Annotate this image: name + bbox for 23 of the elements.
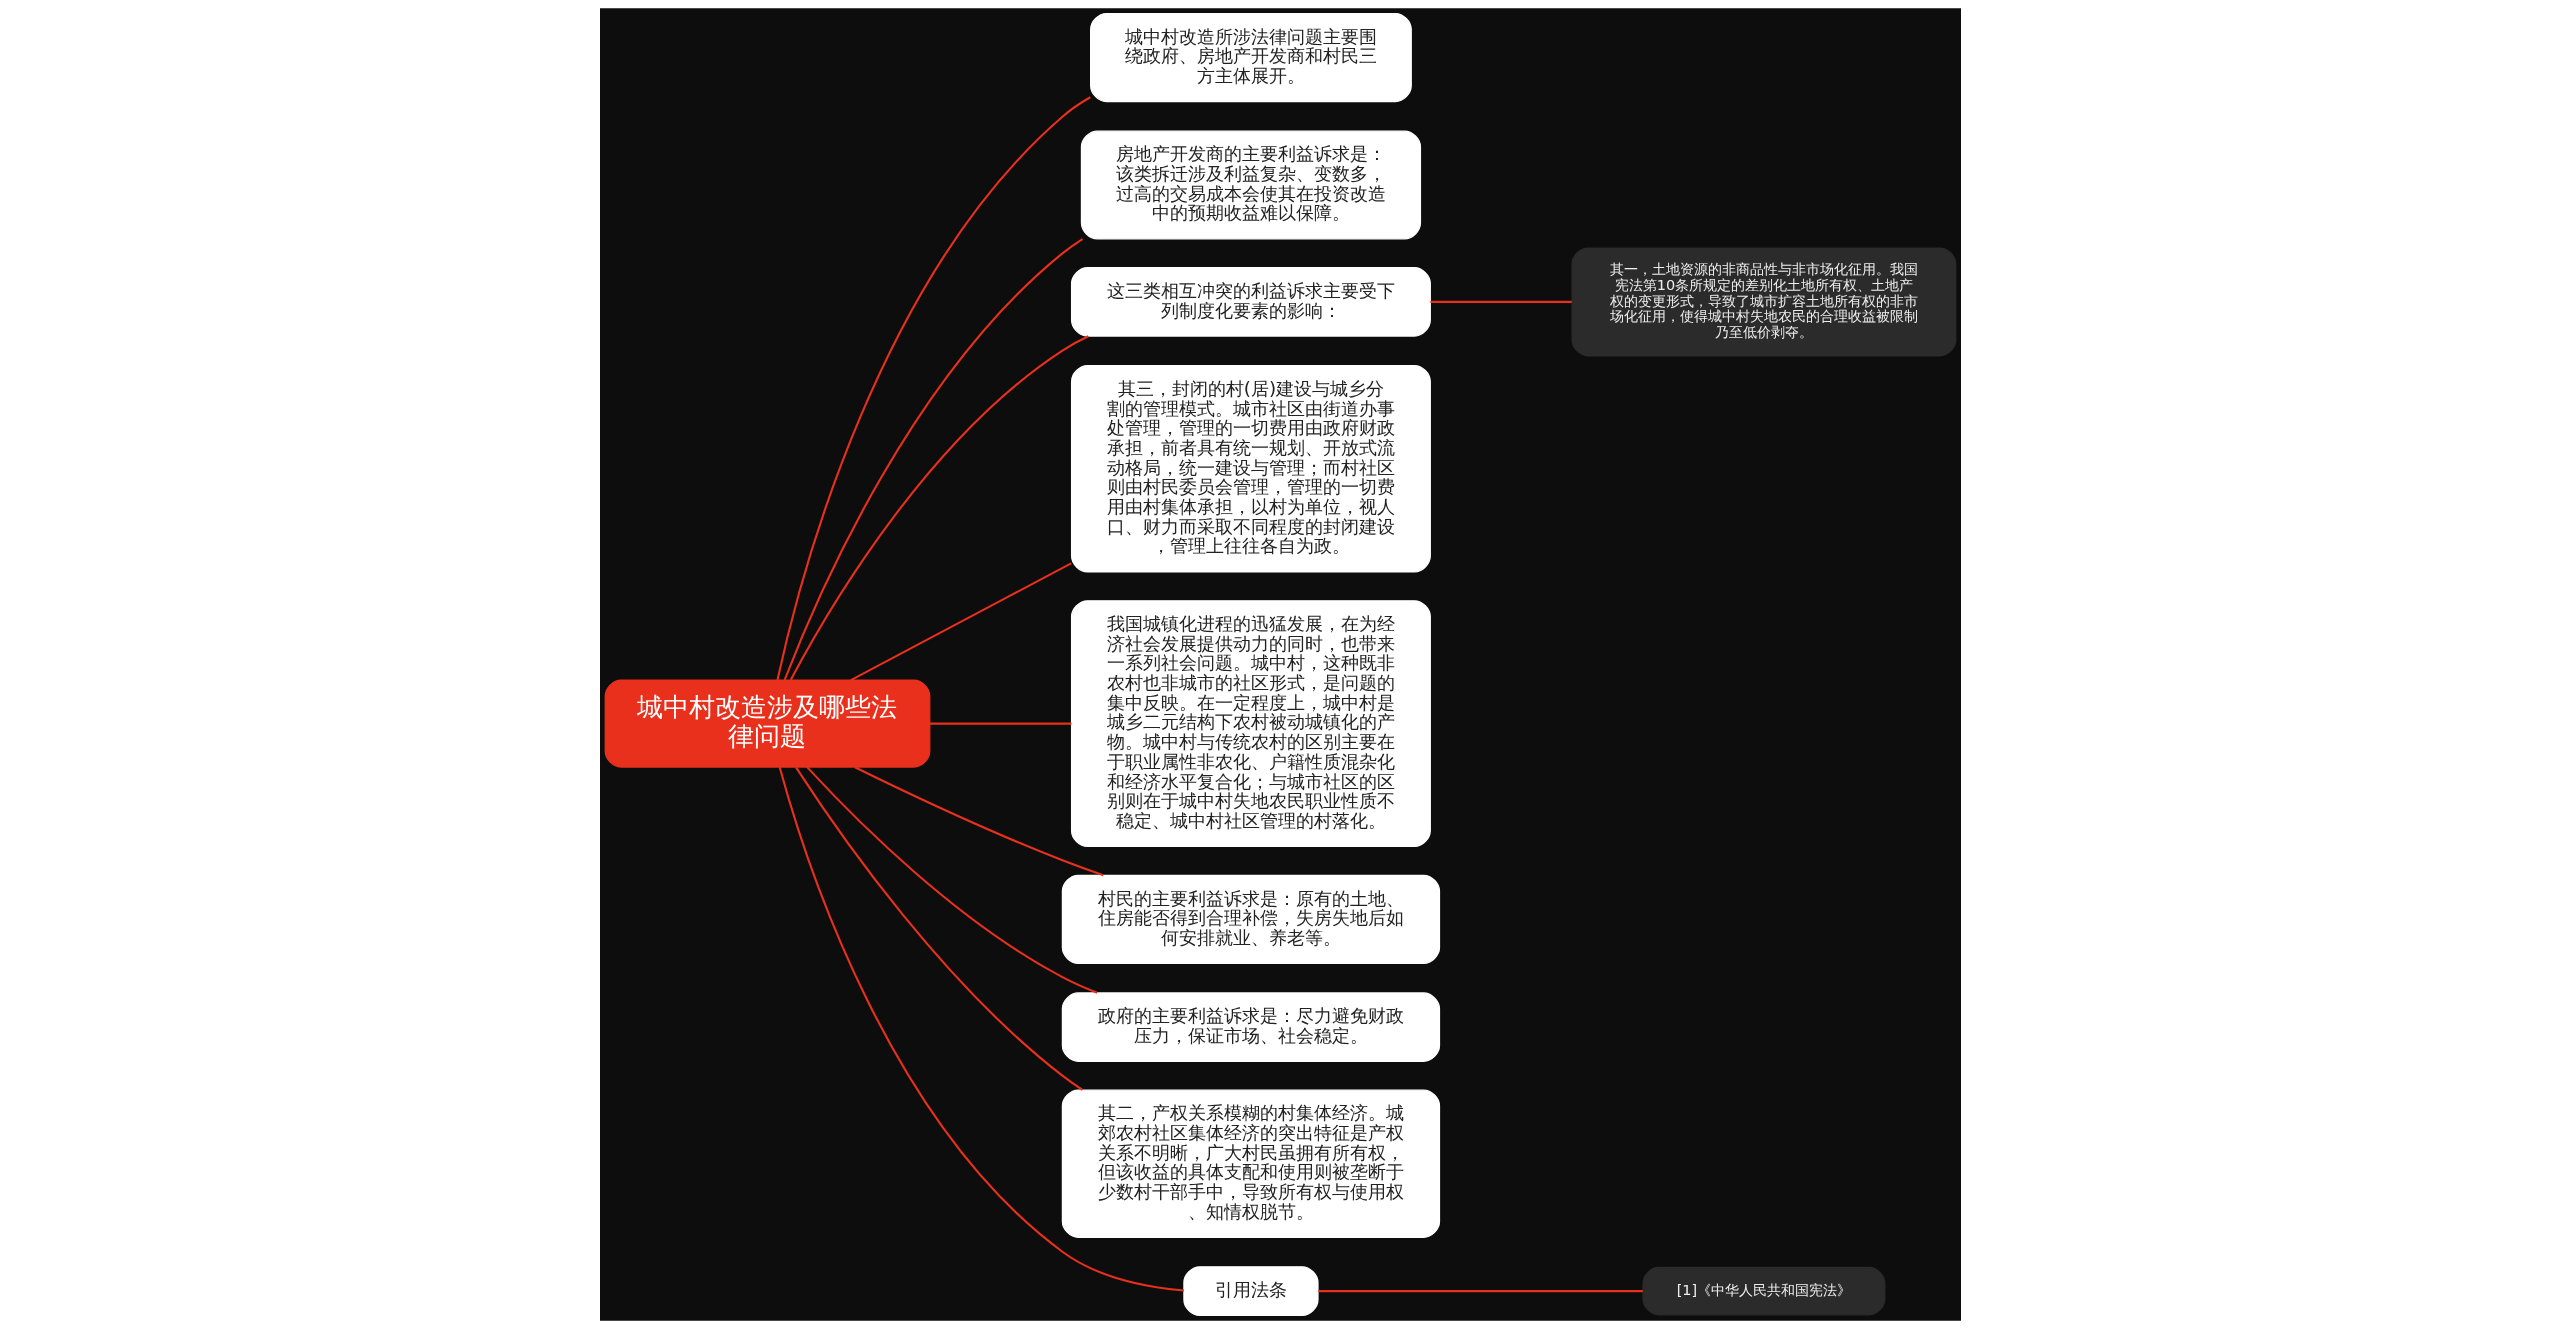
- connector: [1317, 1290, 1643, 1293]
- node-box: 城中村改造所涉法律问题主要围绕政府、房地产开发商和村民三方主体展开。: [1089, 12, 1412, 103]
- connector: [783, 238, 1083, 681]
- connector: [775, 96, 1091, 681]
- connector: [853, 766, 1104, 877]
- node-box: [1]《中华人民共和国宪法》: [1641, 1266, 1885, 1316]
- connector: [849, 562, 1072, 681]
- connector: [778, 766, 1184, 1292]
- node-box: 房地产开发商的主要利益诉求是：该类拆迁涉及利益复杂、变数多，过高的交易成本会使其在投资改造中的预期收益难以保障。: [1080, 130, 1421, 240]
- node-box: 引用法条: [1182, 1266, 1319, 1317]
- connector: [805, 766, 1098, 994]
- node-box: 这三类相互冲突的利益诉求主要受下列制度化要素的影响：: [1070, 267, 1431, 337]
- node-box: 我国城镇化进程的迅猛发展，在为经济社会发展提供动力的同时，也带来一系列社会问题。城中村，这种既非农村也非城市的社区形式，是问题的集中反映。在一定程度上，城中村是城乡二元结构下农村被动城镇化的产物。城中村与传统农村的区别主要在于职业属性非农化、户籍性质混杂化和经济水平复合化；与城市社区的区别则在于城中村失地农民职业性质不稳定、城中村社区管理的村落化。: [1070, 600, 1431, 848]
- connector: [1429, 300, 1572, 303]
- node-box: 其二，产权关系模糊的村集体经济。城郊农村社区集体经济的突出特征是产权关系不明晰，广大村民虽拥有所有权，但该收益的具体支配和使用则被垄断于少数村干部手中，导致所有权与使用权、知情权脱节。: [1061, 1089, 1440, 1238]
- connector: [929, 722, 1071, 725]
- node-box: 政府的主要利益诉求是：尽力避免财政压力，保证市场、社会稳定。: [1061, 992, 1440, 1062]
- node-box: 城中村改造涉及哪些法律问题: [604, 679, 930, 768]
- connector: [789, 335, 1089, 681]
- connector: [794, 766, 1083, 1091]
- node-box: 村民的主要利益诉求是：原有的土地、住房能否得到合理补偿，失房失地后如何安排就业、养老等。: [1061, 874, 1440, 965]
- node-box: 其一，土地资源的非商品性与非市场化征用。我国宪法第10条所规定的差别化土地所有权、土地产权的变更形式，导致了城市扩容土地所有权的非市场化征用，使得城中村失地农民的合理收益被限制乃至低价剥夺。: [1571, 247, 1956, 357]
- node-box: 其三，封闭的村(居)建设与城乡分割的管理模式。城市社区由街道办事处管理，管理的一切费用由政府财政承担，前者具有统一规划、开放式流动格局，统一建设与管理；而村社区则由村民委员会管理，管理的一切费用由村集体承担，以村为单位，视人口、财力而采取不同程度的封闭建设，管理上往往各自为政。: [1070, 364, 1431, 573]
